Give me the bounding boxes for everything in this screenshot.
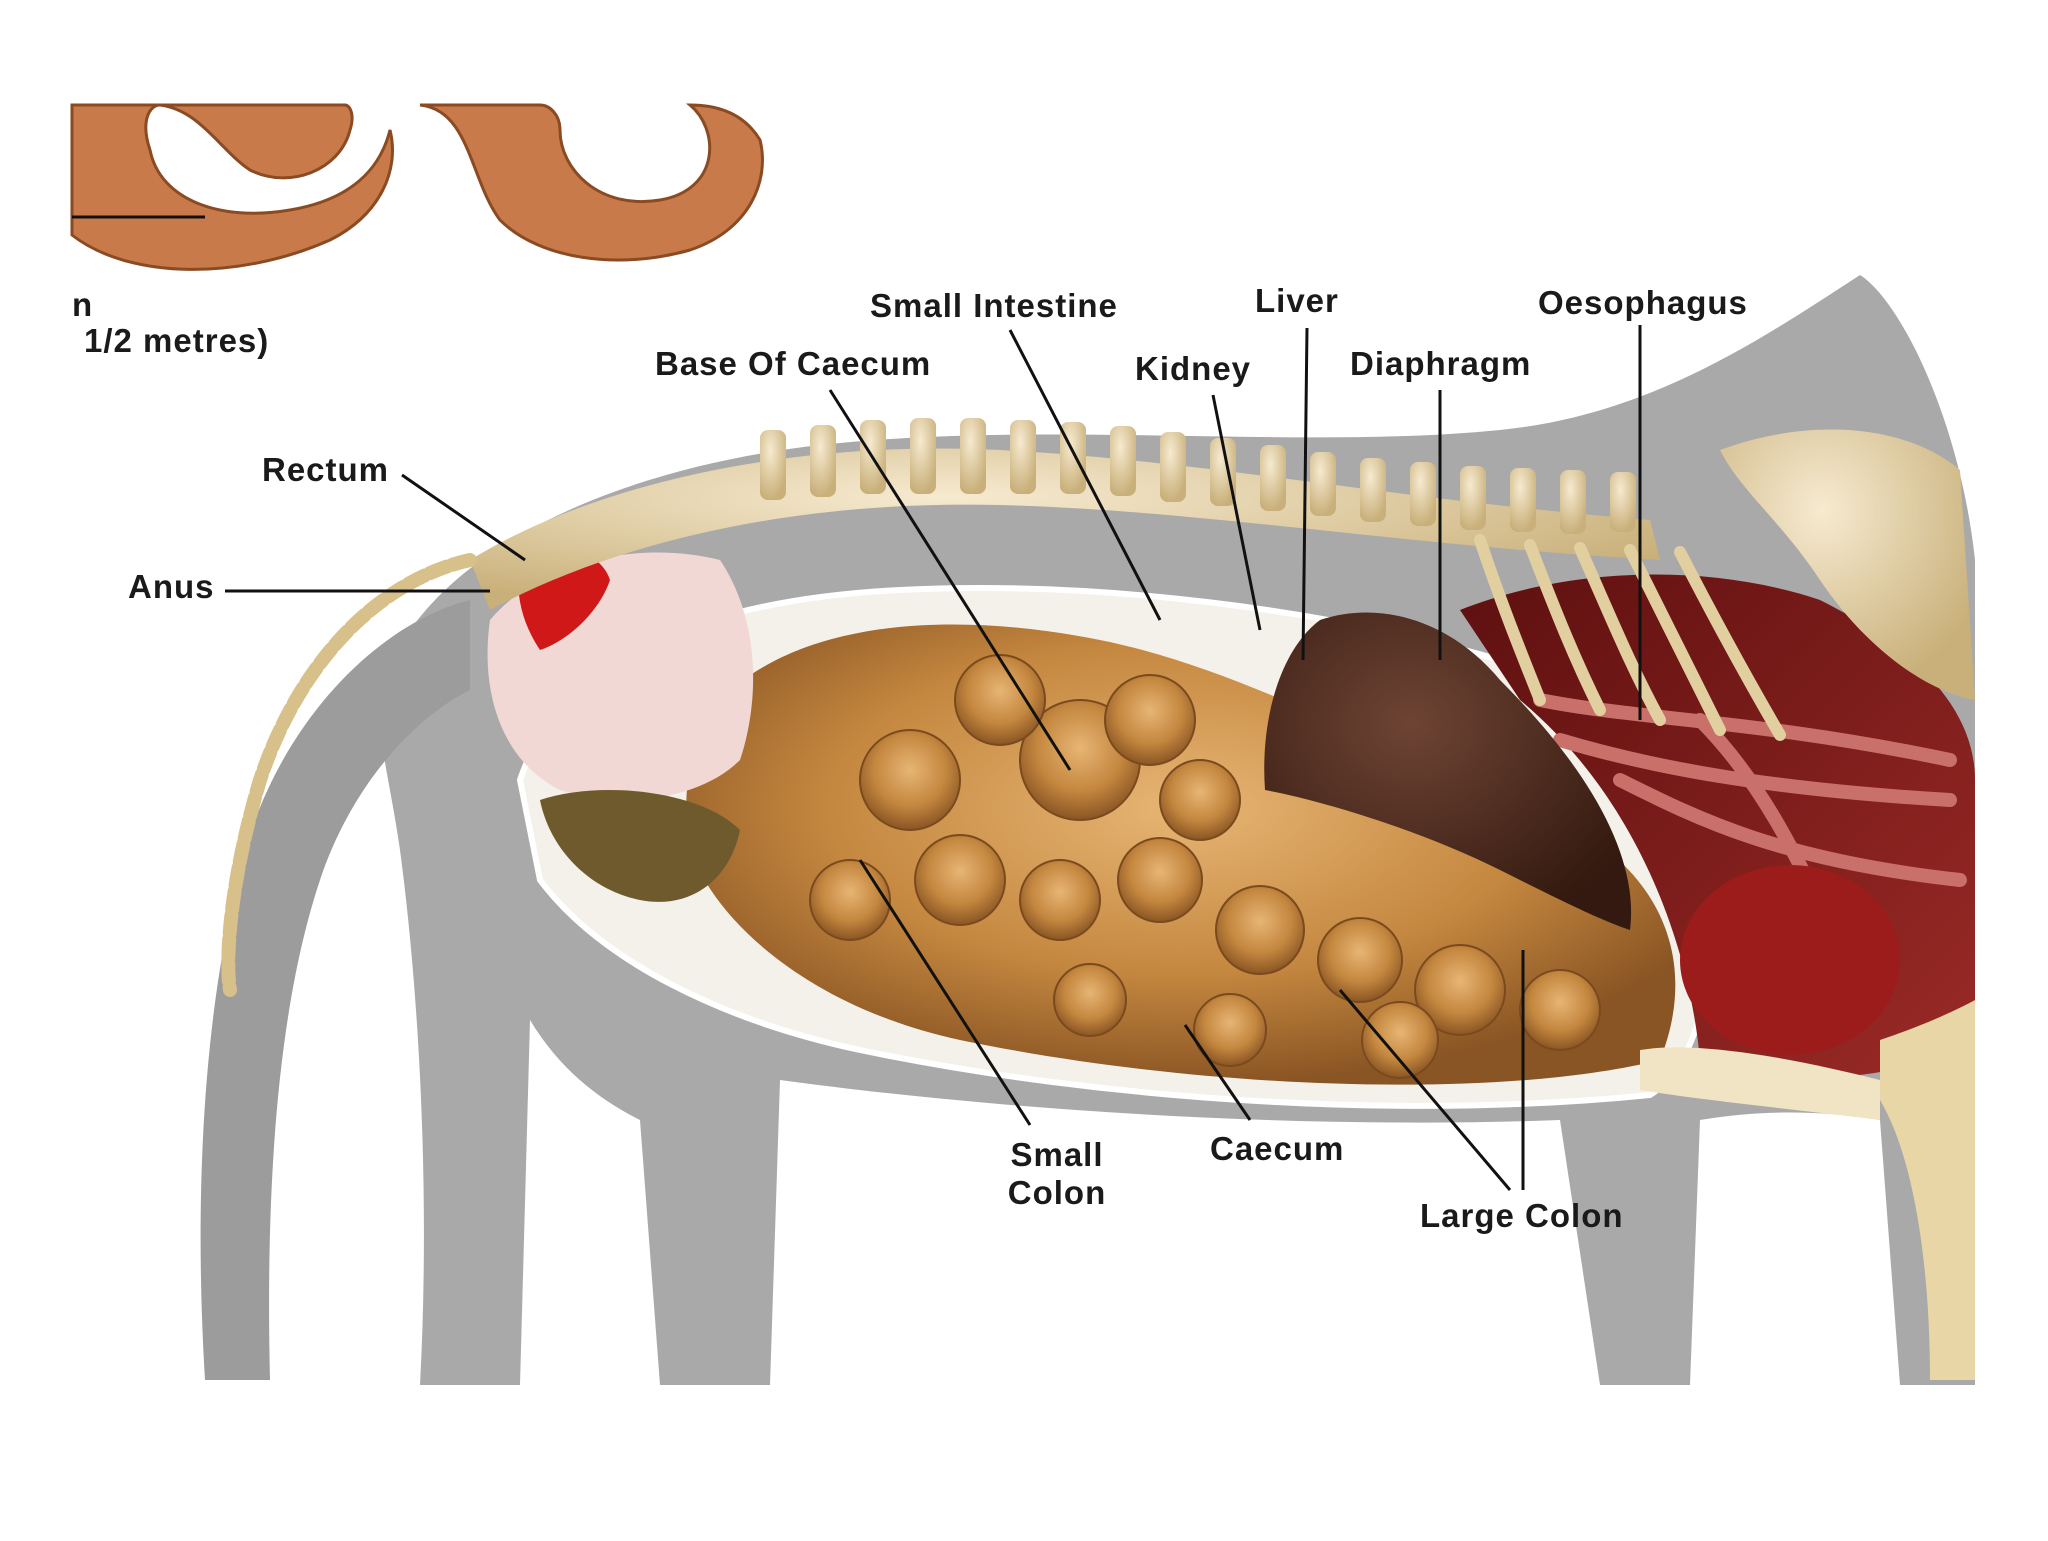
colon-detail <box>70 103 764 271</box>
ribs <box>1474 534 1786 741</box>
label-rectum: Rectum <box>262 451 390 488</box>
label-small-colon-line1: Small <box>1010 1136 1104 1173</box>
label-small-colon: Small Colon <box>1002 1136 1112 1212</box>
label-caecum: Caecum <box>1210 1130 1345 1167</box>
heart <box>1680 865 1900 1055</box>
label-kidney: Kidney <box>1135 350 1252 387</box>
label-small-colon-line2: Colon <box>1007 1174 1107 1211</box>
label-liver: Liver <box>1255 282 1339 319</box>
label-base-of-caecum: Base Of Caecum <box>655 345 932 382</box>
sternum-bones <box>1640 1047 1880 1120</box>
label-diaphragm: Diaphragm <box>1350 345 1532 382</box>
foreleg-bone <box>1880 1000 1975 1380</box>
liver-organ <box>1264 612 1632 930</box>
shoulder-bones <box>1720 429 1975 700</box>
leader-lines <box>72 215 1642 1191</box>
label-oesophagus: Oesophagus <box>1538 284 1748 321</box>
intestine-mass <box>686 624 1676 1085</box>
pelvis-bone <box>540 790 740 902</box>
vertebral-processes <box>760 418 1636 534</box>
corner-caption-line1: n <box>72 286 94 323</box>
label-large-colon: Large Colon <box>1420 1197 1624 1234</box>
label-anus: Anus <box>128 568 215 605</box>
corner-caption-line2: 1/2 metres) <box>84 322 270 359</box>
label-small-intestine: Small Intestine <box>870 287 1118 324</box>
